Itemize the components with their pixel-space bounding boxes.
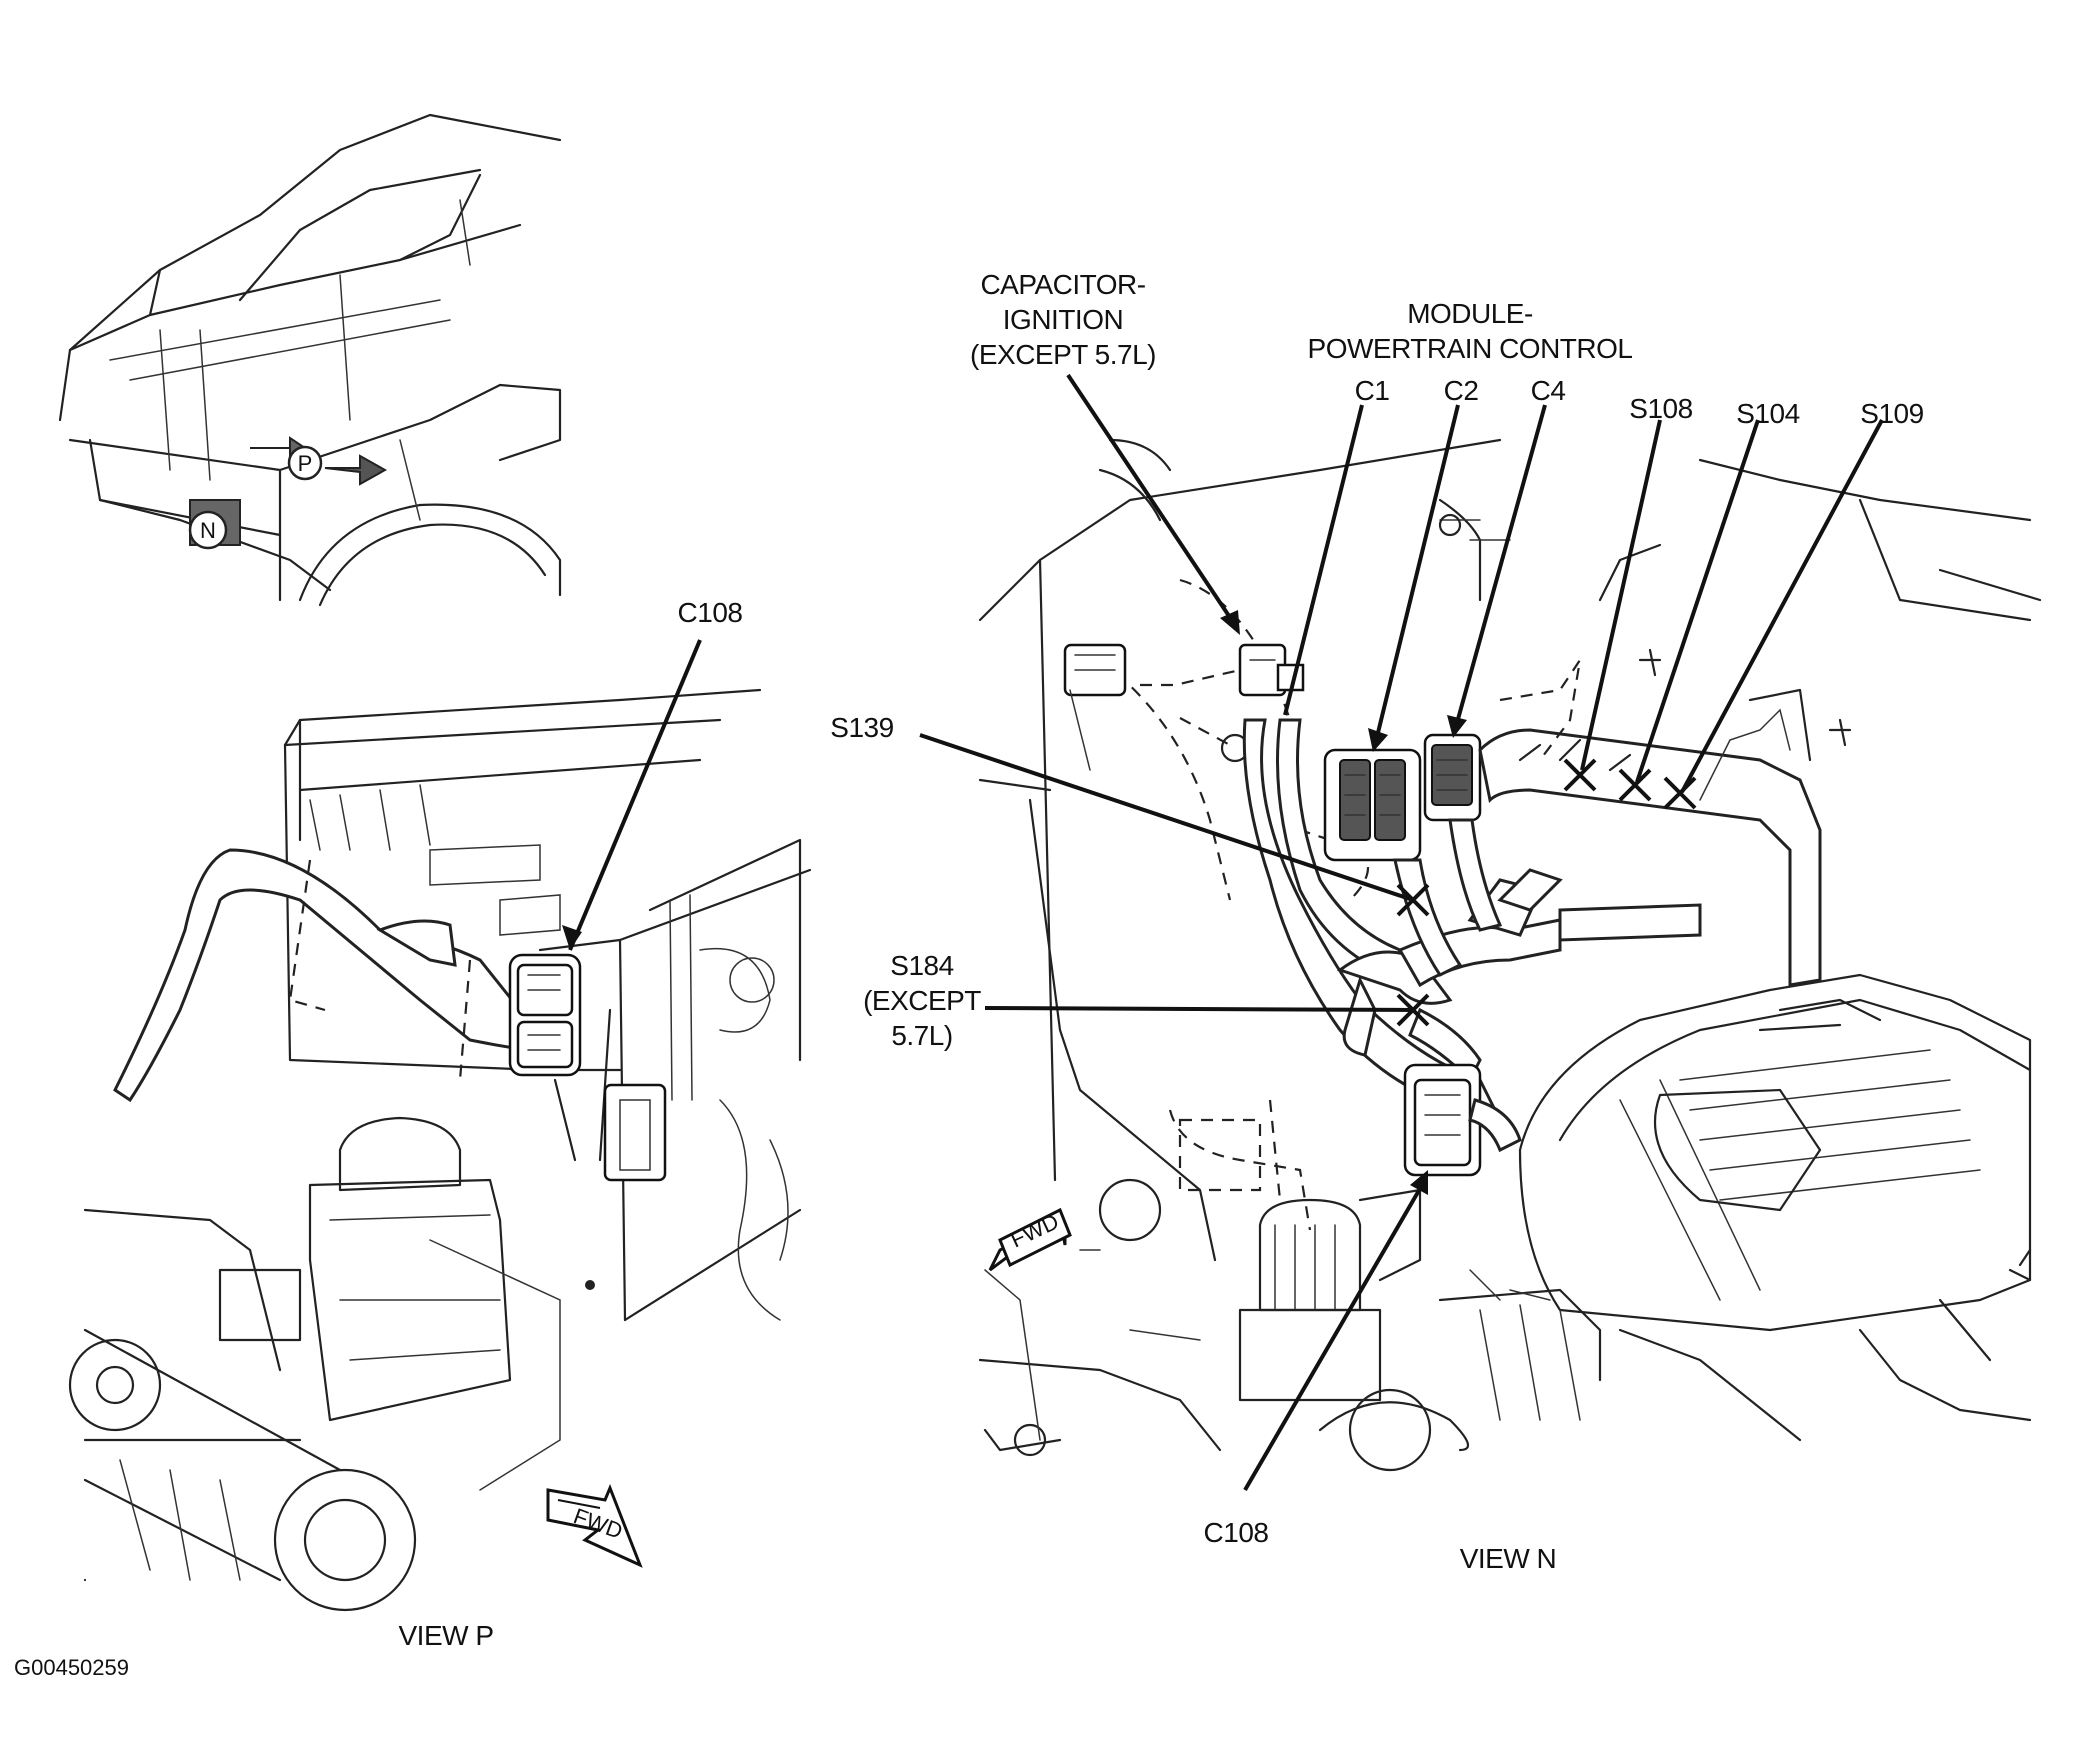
view-p-marker-label: P (298, 451, 313, 476)
splice-s108-mark (1563, 758, 1597, 792)
splice-s104-mark (1618, 768, 1652, 802)
splice-s109-mark (1663, 776, 1697, 810)
capacitor-label-line3: (EXCEPT 5.7L) (970, 339, 1156, 370)
c4-label: C4 (1531, 375, 1566, 406)
view-n-illustration: FWD (919, 373, 2042, 1492)
vehicle-locator: P N (58, 113, 562, 607)
capacitor-leader (1066, 373, 1237, 627)
capacitor-label-line1: CAPACITOR- (980, 269, 1145, 300)
s104-leader (1635, 419, 1760, 783)
module-label-line2: POWERTRAIN CONTROL (1308, 333, 1633, 364)
c108-connector-view-p (508, 953, 582, 1077)
s108-leader (1580, 419, 1662, 771)
s184-leader (984, 1006, 1414, 1012)
s184-label-line2: (EXCEPT (863, 985, 981, 1016)
c4-leader (1453, 404, 1547, 731)
view-p-caption: VIEW P (398, 1620, 493, 1651)
fwd-arrow-view-n: FWD (988, 1207, 1072, 1272)
c1-label: C1 (1355, 375, 1390, 406)
ignition-capacitor (1238, 643, 1305, 697)
s139-label: S139 (830, 712, 893, 743)
pcm-c4-connector (1423, 733, 1482, 822)
view-n-marker-label: N (200, 518, 216, 543)
view-n-caption: VIEW N (1460, 1543, 1557, 1574)
figure-id: G00450259 (14, 1655, 129, 1680)
s139-leader (919, 733, 1414, 902)
c108-connector-view-n (1403, 1063, 1482, 1177)
c2-leader (1373, 404, 1460, 746)
c108-leader-view-p (568, 639, 702, 951)
c108-label-view-n: C108 (1204, 1517, 1269, 1548)
view-p-marker: P (250, 436, 388, 486)
c108-label-view-p: C108 (678, 597, 743, 628)
fwd-arrow-view-p: FWD (546, 1483, 643, 1568)
s109-leader (1680, 419, 1884, 793)
capacitor-label-line2: IGNITION (1003, 304, 1123, 335)
s109-label: S109 (1860, 398, 1923, 429)
c108-leader-view-n (1243, 1178, 1427, 1492)
c1-leader (1283, 404, 1364, 716)
s184-label-line1: S184 (890, 950, 953, 981)
c2-label: C2 (1444, 375, 1479, 406)
s108-label: S108 (1629, 393, 1692, 424)
view-p-illustration: FWD (68, 639, 812, 1612)
s104-label: S104 (1736, 398, 1799, 429)
s184-label-line3: 5.7L) (891, 1020, 952, 1051)
module-label-line1: MODULE- (1407, 298, 1533, 329)
view-n-marker: N (188, 499, 241, 550)
pcm-c1-c2-connectors (1323, 748, 1422, 862)
